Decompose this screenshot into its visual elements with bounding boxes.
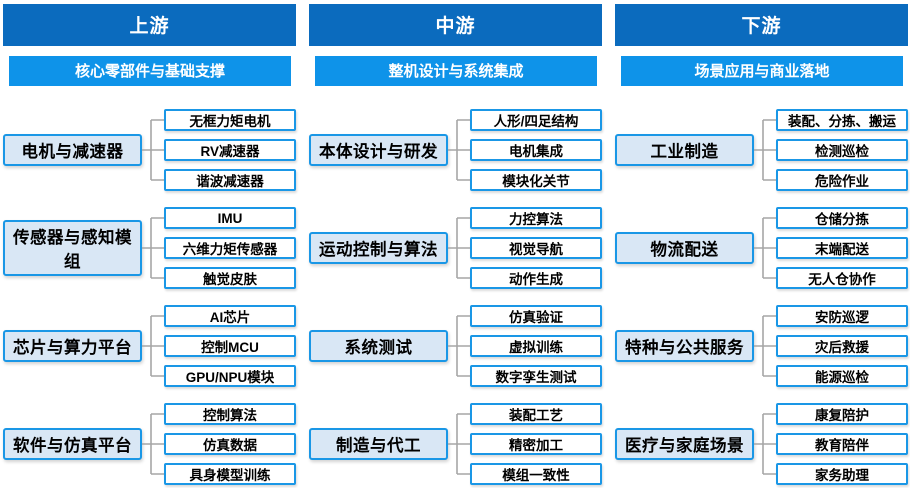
group-chips-compute: 芯片与算力平台 AI芯片 控制MCU GPU/NPU模块: [3, 305, 296, 387]
item-box: 仓储分拣: [776, 207, 908, 229]
item-box: 触觉皮肤: [164, 267, 296, 289]
bracket-connector: [448, 413, 470, 475]
bracket-connector: [754, 315, 776, 377]
item-box: 教育陪伴: [776, 433, 908, 455]
column-subheader-upstream: 核心零部件与基础支撑: [9, 56, 291, 86]
item-box: 六维力矩传感器: [164, 237, 296, 259]
group-software-simulation: 软件与仿真平台 控制算法 仿真数据 具身模型训练: [3, 403, 296, 485]
bracket-connector: [754, 217, 776, 279]
item-box: 仿真验证: [470, 305, 602, 327]
item-box: 无人仓协作: [776, 267, 908, 289]
item-box: 控制算法: [164, 403, 296, 425]
item-box: 模组一致性: [470, 463, 602, 485]
item-box: 安防巡逻: [776, 305, 908, 327]
item-box: 末端配送: [776, 237, 908, 259]
category-box: 特种与公共服务: [615, 330, 754, 362]
item-box: 装配工艺: [470, 403, 602, 425]
item-box: 虚拟训练: [470, 335, 602, 357]
column-header-downstream: 下游: [615, 4, 908, 46]
item-box: 控制MCU: [164, 335, 296, 357]
bracket-connector: [448, 217, 470, 279]
item-box: 力控算法: [470, 207, 602, 229]
item-box: AI芯片: [164, 305, 296, 327]
item-box: 动作生成: [470, 267, 602, 289]
item-box: 能源巡检: [776, 365, 908, 387]
category-box: 芯片与算力平台: [3, 330, 142, 362]
item-box: RV减速器: [164, 139, 296, 161]
item-box: 谐波减速器: [164, 169, 296, 191]
bracket-connector: [448, 119, 470, 181]
column-subheader-midstream: 整机设计与系统集成: [315, 56, 597, 86]
category-box: 电机与减速器: [3, 134, 142, 166]
group-sensors: 传感器与感知模组 IMU 六维力矩传感器 触觉皮肤: [3, 207, 296, 289]
group-special-public-services: 特种与公共服务 安防巡逻 灾后救援 能源巡检: [615, 305, 908, 387]
item-box: 家务助理: [776, 463, 908, 485]
group-industrial-manufacturing: 工业制造 装配、分拣、搬运 检测巡检 危险作业: [615, 109, 908, 191]
category-box: 软件与仿真平台: [3, 428, 142, 460]
category-box: 本体设计与研发: [309, 134, 448, 166]
column-subheader-downstream: 场景应用与商业落地: [621, 56, 903, 86]
bracket-connector: [142, 413, 164, 475]
column-header-midstream: 中游: [309, 4, 602, 46]
item-box: 数字孪生测试: [470, 365, 602, 387]
category-box: 医疗与家庭场景: [615, 428, 754, 460]
item-box: 无框力矩电机: [164, 109, 296, 131]
category-box: 传感器与感知模组: [3, 220, 142, 276]
column-header-upstream: 上游: [3, 4, 296, 46]
category-box: 系统测试: [309, 330, 448, 362]
group-manufacturing-oem: 制造与代工 装配工艺 精密加工 模组一致性: [309, 403, 602, 485]
item-box: 康复陪护: [776, 403, 908, 425]
column-upstream: 上游 核心零部件与基础支撑 电机与减速器 无框力矩电机 RV减速器 谐波减速器 …: [3, 4, 296, 485]
item-box: 仿真数据: [164, 433, 296, 455]
item-box: 人形/四足结构: [470, 109, 602, 131]
group-system-testing: 系统测试 仿真验证 虚拟训练 数字孪生测试: [309, 305, 602, 387]
column-midstream: 中游 整机设计与系统集成 本体设计与研发 人形/四足结构 电机集成 模块化关节 …: [309, 4, 602, 485]
category-box: 运动控制与算法: [309, 232, 448, 264]
item-box: 装配、分拣、搬运: [776, 109, 908, 131]
item-box: 精密加工: [470, 433, 602, 455]
bracket-connector: [448, 315, 470, 377]
item-box: 具身模型训练: [164, 463, 296, 485]
item-box: 检测巡检: [776, 139, 908, 161]
bracket-connector: [754, 413, 776, 475]
category-box: 工业制造: [615, 134, 754, 166]
item-box: 模块化关节: [470, 169, 602, 191]
item-box: 灾后救援: [776, 335, 908, 357]
bracket-connector: [142, 315, 164, 377]
bracket-connector: [754, 119, 776, 181]
group-motors-reducers: 电机与减速器 无框力矩电机 RV减速器 谐波减速器: [3, 109, 296, 191]
column-downstream: 下游 场景应用与商业落地 工业制造 装配、分拣、搬运 检测巡检 危险作业 物流配…: [615, 4, 908, 485]
item-box: GPU/NPU模块: [164, 365, 296, 387]
bracket-connector: [142, 217, 164, 279]
bracket-connector: [142, 119, 164, 181]
item-box: 视觉导航: [470, 237, 602, 259]
group-medical-home: 医疗与家庭场景 康复陪护 教育陪伴 家务助理: [615, 403, 908, 485]
group-logistics-delivery: 物流配送 仓储分拣 末端配送 无人仓协作: [615, 207, 908, 289]
item-box: 危险作业: [776, 169, 908, 191]
group-body-design: 本体设计与研发 人形/四足结构 电机集成 模块化关节: [309, 109, 602, 191]
item-box: IMU: [164, 207, 296, 229]
category-box: 制造与代工: [309, 428, 448, 460]
category-box: 物流配送: [615, 232, 754, 264]
group-motion-control: 运动控制与算法 力控算法 视觉导航 动作生成: [309, 207, 602, 289]
item-box: 电机集成: [470, 139, 602, 161]
